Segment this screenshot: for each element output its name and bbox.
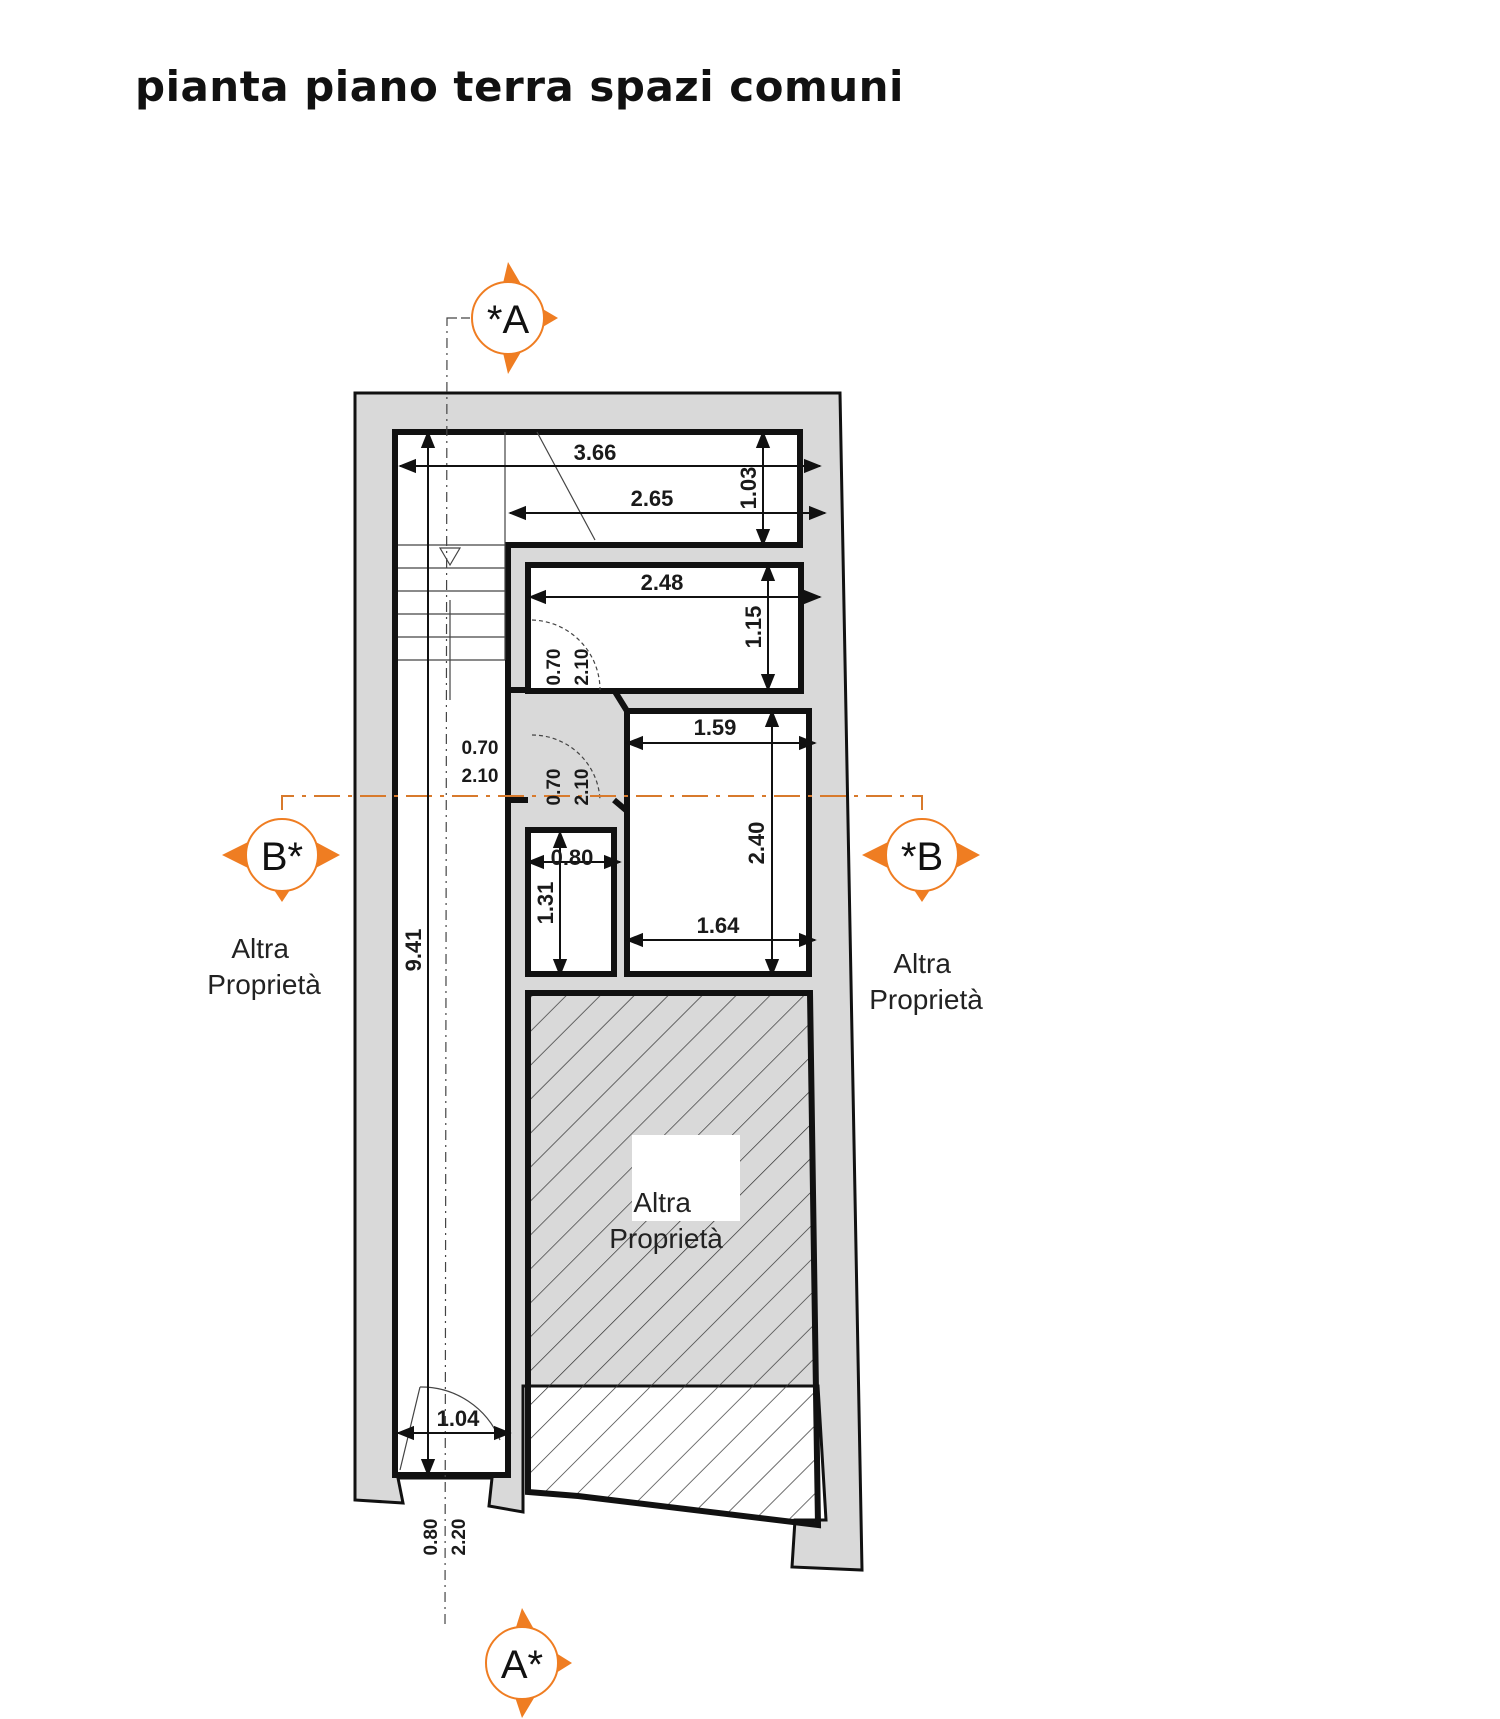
section-line-b [281, 795, 923, 810]
right-property-label: Altra Proprietà [869, 948, 983, 1015]
dim-entrance-door-w: 0.80 [421, 1519, 442, 1556]
svg-text:B*: B* [261, 835, 303, 879]
section-marker-left: B* [222, 818, 340, 902]
door-swing-2 [531, 734, 601, 801]
dim-door2-h: 2.10 [572, 769, 593, 806]
page-title: pianta piano terra spazi comuni [135, 62, 904, 111]
dim-door1-h: 2.10 [572, 649, 593, 686]
dim-room1-depth: 1.15 [741, 606, 766, 649]
dim-entrance-door-h: 2.20 [449, 1519, 470, 1556]
dim-corridor-length: 9.41 [401, 929, 426, 972]
dim-room3-bottom: 1.64 [697, 913, 741, 938]
dim-entrance-width: 1.04 [437, 1406, 481, 1431]
svg-text:A*: A* [501, 1643, 543, 1687]
section-marker-bottom: A* [485, 1608, 572, 1718]
hatched-property-label: Altra Proprietà [609, 1187, 723, 1254]
left-property-label: Altra Proprietà [207, 933, 321, 1000]
corridor-floor [392, 429, 803, 1478]
dim-top-depth: 1.03 [736, 467, 761, 510]
dimension-lines [396, 430, 827, 1477]
dim-room3-depth: 2.40 [744, 822, 769, 865]
dim-corridor-door-h: 2.10 [462, 766, 499, 787]
room-small [525, 827, 617, 977]
dim-door2-w: 0.70 [544, 769, 565, 806]
hatched-other-property [525, 990, 822, 1529]
door-swing-1 [531, 619, 601, 691]
dim-stair-landing: 2.65 [631, 486, 674, 511]
dim-room3-width: 1.59 [694, 715, 737, 740]
door-frames [508, 687, 630, 814]
svg-text:*A: *A [487, 298, 530, 342]
svg-text:*B: *B [901, 835, 943, 879]
dim-room1-width: 2.48 [641, 570, 684, 595]
dim-door1-w: 0.70 [544, 649, 565, 686]
room-storage [525, 562, 804, 694]
dim-corridor-door-w: 0.70 [462, 738, 499, 759]
dim-top-width: 3.66 [574, 440, 617, 465]
section-marker-top: *A [471, 262, 558, 374]
dim-room2-depth: 1.31 [533, 882, 558, 925]
stairs [398, 431, 596, 700]
dim-room2-width: 0.80 [551, 845, 594, 870]
section-marker-right: *B [862, 818, 980, 902]
label-backdrop [632, 1135, 740, 1221]
